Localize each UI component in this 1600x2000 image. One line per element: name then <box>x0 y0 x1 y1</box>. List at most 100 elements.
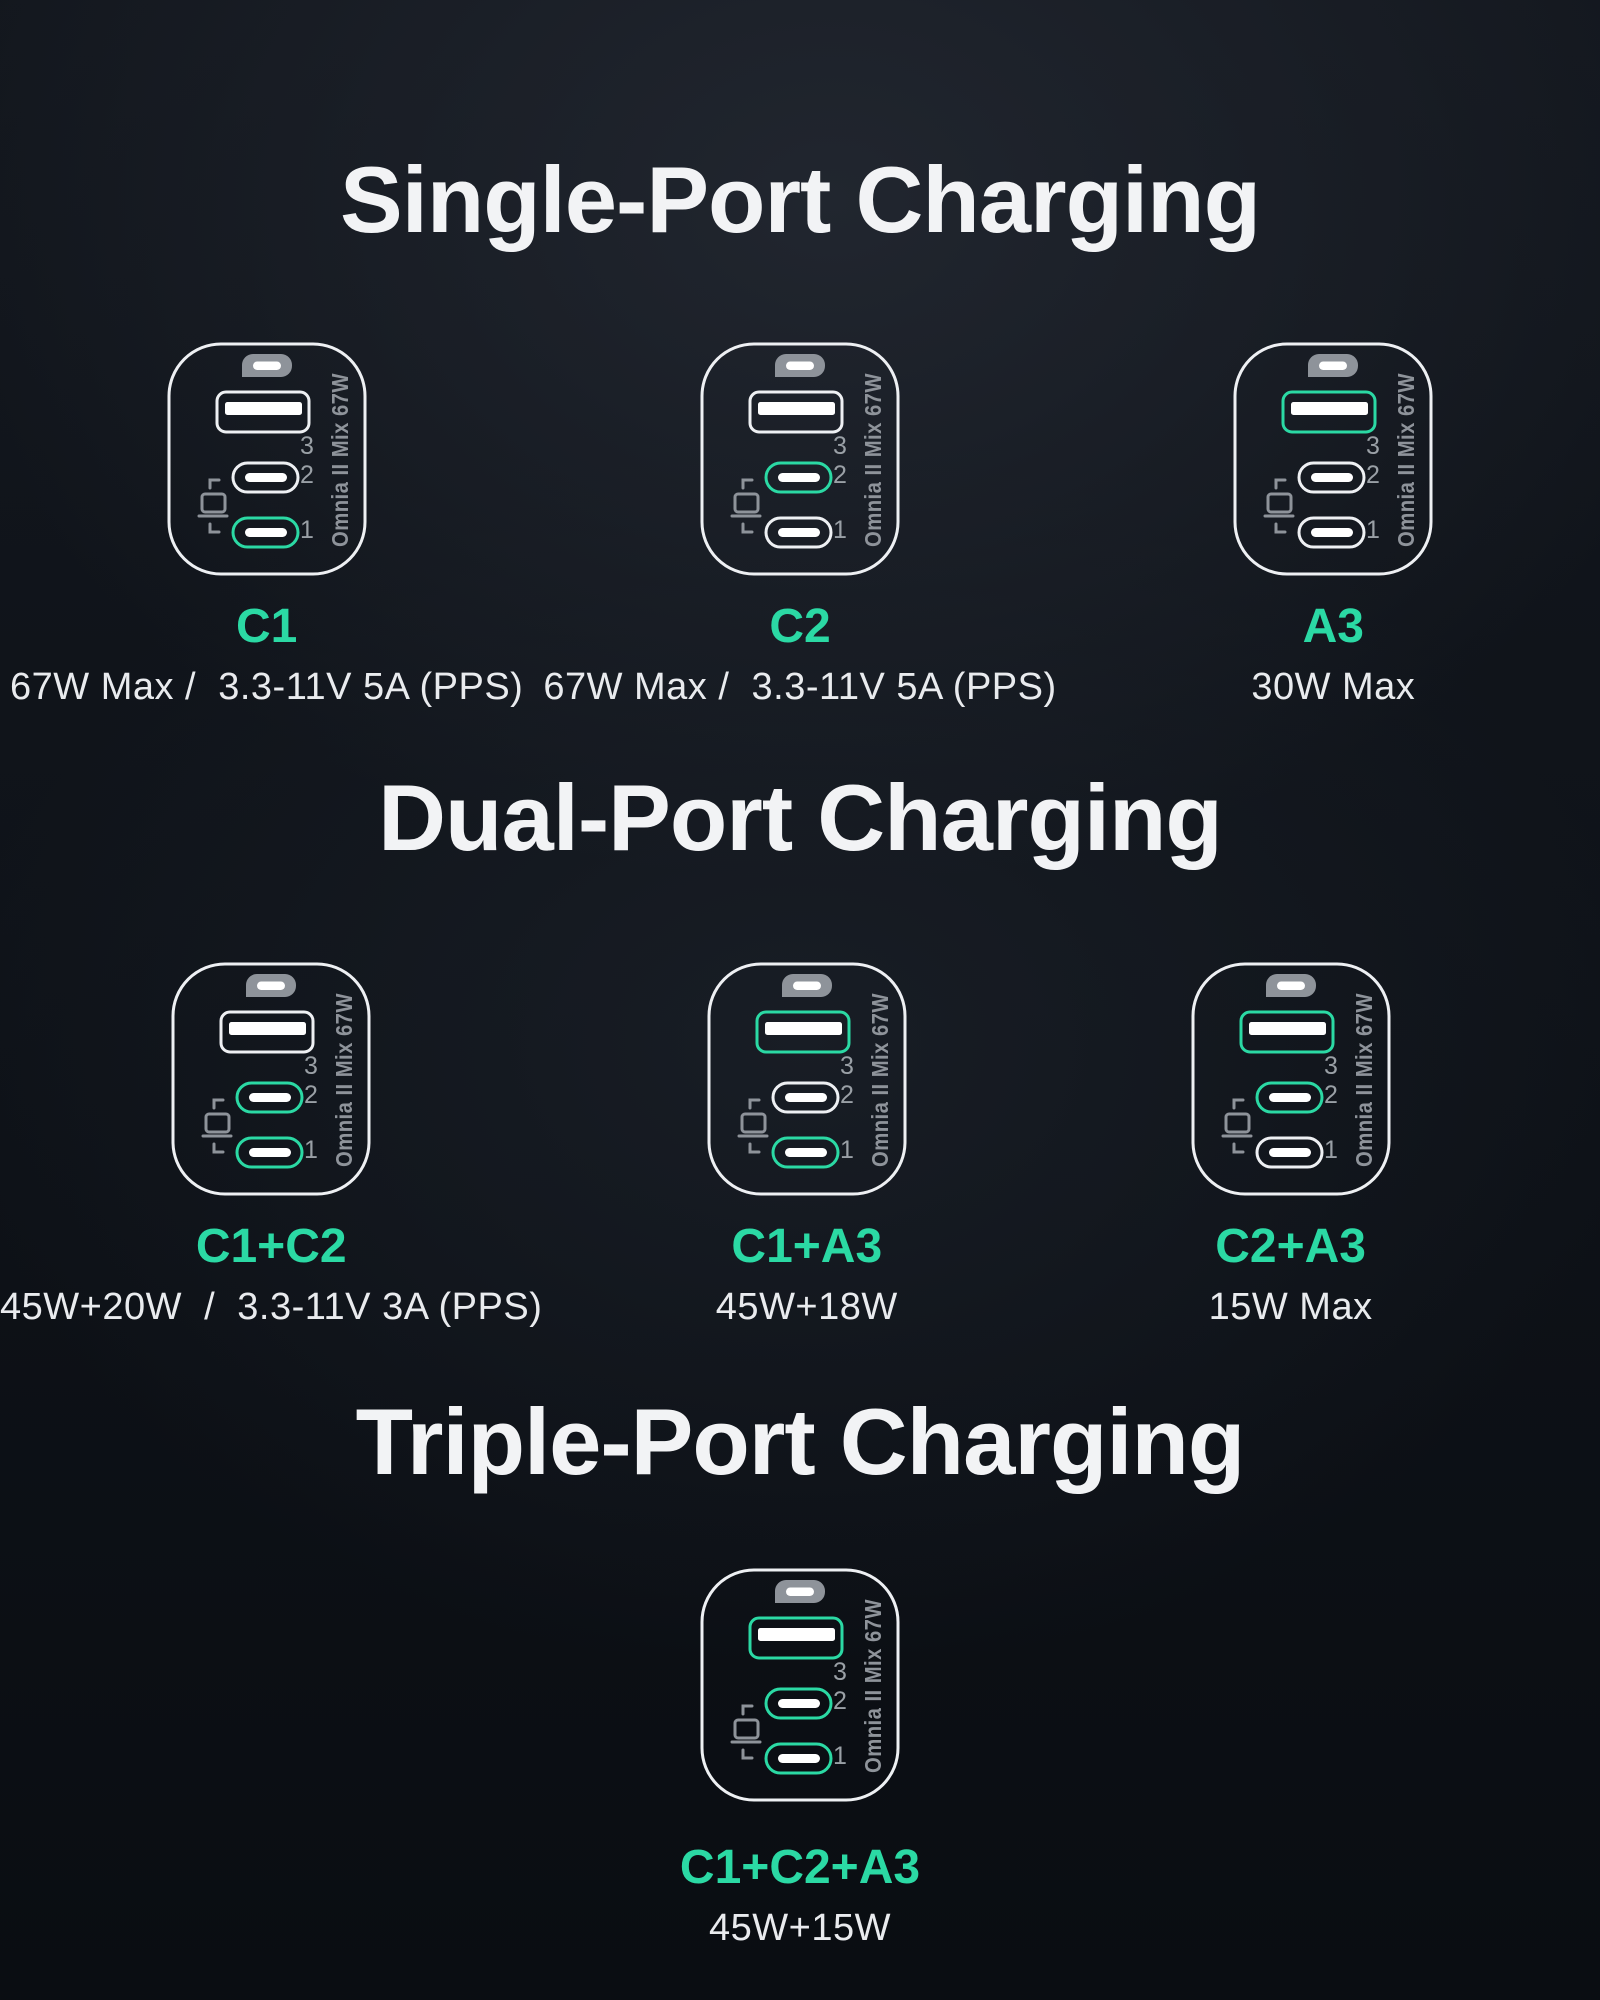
usb-c-port-2 <box>771 1081 840 1114</box>
usb-c-port-1 <box>1255 1136 1324 1169</box>
charger-row-triple: 3 2 1 Omnia II Mix 67W C1+C2+A3 45W+15W <box>0 1568 1600 1950</box>
laptop-bracket-top <box>212 1098 225 1110</box>
laptop-icon <box>201 1098 233 1154</box>
usb-a-port <box>748 390 844 434</box>
charger-body-outline <box>1233 342 1433 576</box>
port-number-1: 1 <box>300 516 314 544</box>
charger-illustration: 3 2 1 Omnia II Mix 67W <box>700 1568 900 1802</box>
device-model-vertical-label: Omnia II Mix 67W <box>867 993 893 1167</box>
laptop-bracket-top <box>1232 1098 1245 1110</box>
laptop-icon <box>197 478 229 534</box>
usb-c-port-2 <box>231 461 300 494</box>
laptop-icon <box>1263 478 1295 534</box>
charger-config-spec: 67W Max / 3.3-11V 5A (PPS) <box>543 665 1057 708</box>
usb-a-port <box>748 1616 844 1660</box>
plug-icon <box>1265 974 1316 997</box>
charger-body-outline <box>700 342 900 576</box>
device-model-vertical-label: Omnia II Mix 67W <box>331 993 357 1167</box>
laptop-icon <box>730 478 762 534</box>
charger-config-spec: 30W Max <box>1251 665 1416 708</box>
plug-icon <box>1308 354 1359 377</box>
laptop-icon <box>730 1704 762 1760</box>
laptop-bracket-top <box>1274 478 1287 490</box>
charger-card: 3 2 1 Omnia II Mix 67W C1+A3 45W+18W <box>542 962 1071 1329</box>
port-number-2: 2 <box>833 461 847 489</box>
charger-illustration: 3 2 1 Omnia II Mix 67W <box>1233 342 1433 576</box>
charger-config-label: C2 <box>769 600 831 653</box>
laptop-bracket-top <box>741 478 754 490</box>
charger-slot: 3 2 1 Omnia II Mix 67W <box>707 962 907 1196</box>
usb-c-port-2 <box>1297 461 1366 494</box>
charger-config-spec: 45W+18W <box>715 1285 898 1328</box>
plug-icon <box>774 354 825 377</box>
charger-config-label: C1+A3 <box>731 1220 883 1273</box>
laptop-bracket-top <box>741 1704 754 1716</box>
charger-body-outline <box>707 962 907 1196</box>
usb-a-pin <box>764 1022 842 1035</box>
laptop-bracket-top <box>208 478 221 490</box>
port-number-3: 3 <box>840 1052 854 1080</box>
usb-a-pin <box>224 402 302 415</box>
charger-body-outline <box>171 962 371 1196</box>
charger-card: 3 2 1 Omnia II Mix 67W C2 67W Max / 3.3-… <box>533 342 1066 709</box>
device-model-vertical-label: Omnia II Mix 67W <box>1393 373 1419 547</box>
charger-config-label: C2+A3 <box>1215 1220 1366 1273</box>
charger-illustration: 3 2 1 Omnia II Mix 67W <box>700 342 900 576</box>
laptop-bracket-bottom <box>741 522 754 534</box>
plug-icon <box>775 1580 825 1603</box>
usb-c-port-1 <box>231 516 300 549</box>
device-model-vertical-label: Omnia II Mix 67W <box>860 1599 886 1773</box>
charger-slot: 3 2 1 Omnia II Mix 67W <box>167 342 367 576</box>
section-title-single-port: Single-Port Charging <box>340 147 1261 252</box>
section-title-triple-port: Triple-Port Charging <box>355 1389 1246 1494</box>
charger-slot: 3 2 1 Omnia II Mix 67W <box>1191 962 1391 1196</box>
plug-icon <box>246 974 297 997</box>
usb-c-port-2 <box>235 1081 304 1114</box>
device-model-vertical-label: Omnia II Mix 67W <box>860 373 886 547</box>
laptop-icon <box>1221 1098 1253 1154</box>
usb-a-port <box>1239 1010 1335 1054</box>
charger-card: 3 2 1 Omnia II Mix 67W A3 30W Max <box>1067 342 1600 709</box>
usb-c-port-2 <box>764 461 833 494</box>
plug-icon <box>781 974 832 997</box>
port-number-2: 2 <box>1324 1081 1338 1109</box>
port-number-3: 3 <box>1366 432 1380 460</box>
charger-config-label: C1 <box>235 600 298 653</box>
charger-config-label: C1+C2+A3 <box>679 1841 921 1894</box>
charger-body-outline <box>167 342 367 576</box>
port-number-3: 3 <box>304 1052 318 1080</box>
usb-c-port-1 <box>764 516 833 549</box>
port-number-3: 3 <box>833 1658 847 1686</box>
port-number-1: 1 <box>833 516 847 544</box>
port-number-1: 1 <box>304 1136 318 1164</box>
usb-a-port <box>1281 390 1377 434</box>
charger-config-spec: 45W+20W / 3.3-11V 3A (PPS) <box>0 1285 543 1328</box>
charger-illustration: 3 2 1 Omnia II Mix 67W <box>1191 962 1391 1196</box>
charger-config-label: C1+C2 <box>195 1220 347 1273</box>
port-number-2: 2 <box>833 1687 847 1715</box>
usb-a-pin <box>229 1022 307 1035</box>
port-number-2: 2 <box>840 1081 854 1109</box>
charger-illustration: 3 2 1 Omnia II Mix 67W <box>707 962 907 1196</box>
charger-body-outline <box>700 1568 900 1802</box>
usb-a-port <box>215 390 311 434</box>
usb-a-pin <box>1291 402 1369 415</box>
usb-a-pin <box>1248 1022 1326 1035</box>
charger-slot: 3 2 1 Omnia II Mix 67W <box>171 962 371 1196</box>
charger-config-spec: 45W+15W <box>709 1906 891 1949</box>
charger-body-outline <box>1191 962 1391 1196</box>
port-number-1: 1 <box>833 1742 847 1770</box>
usb-a-pin <box>758 1628 835 1641</box>
port-number-3: 3 <box>300 432 314 460</box>
device-model-vertical-label: Omnia II Mix 67W <box>327 373 353 547</box>
laptop-bracket-bottom <box>741 1748 754 1760</box>
usb-c-port-1 <box>771 1136 840 1169</box>
usb-a-port <box>755 1010 851 1054</box>
usb-c-port-1 <box>1297 516 1366 549</box>
laptop-bracket-bottom <box>748 1142 761 1154</box>
usb-c-port-1 <box>235 1136 304 1169</box>
charger-config-spec: 67W Max / 3.3-11V 5A (PPS) <box>10 665 524 708</box>
port-number-1: 1 <box>1324 1136 1338 1164</box>
port-number-1: 1 <box>840 1136 854 1164</box>
charger-config-label: A3 <box>1302 600 1364 653</box>
